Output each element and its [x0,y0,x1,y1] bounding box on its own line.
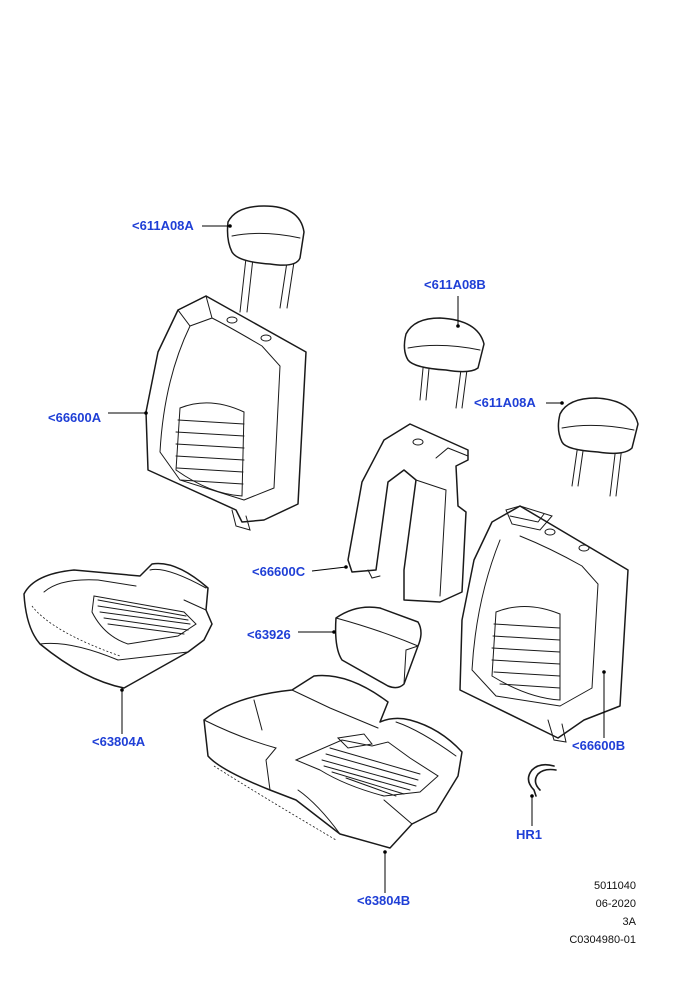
diagram-revision: 3A [622,916,636,928]
callout-611a08a-left[interactable]: <611A08A [132,218,194,233]
callout-hr1[interactable]: HR1 [516,827,543,842]
diagram-date: 06-2020 [595,898,636,910]
callout-63804a[interactable]: <63804A [92,734,146,749]
diagram-code: 5011040 [593,880,636,892]
headrest-611a08a-right[interactable] [557,397,639,497]
callout-66600c[interactable]: <66600C [252,564,306,579]
armrest-63926[interactable] [334,606,422,689]
callout-63926[interactable]: <63926 [247,627,291,642]
headrest-611a08a-left[interactable] [226,205,305,313]
headrest-611a08b-center[interactable] [403,317,485,409]
diagram-reference: C0304980-01 [569,934,636,946]
hog-ring-hr1[interactable] [527,763,557,797]
callout-611a08b[interactable]: <611A08B [424,277,486,292]
seatback-66600c-frame[interactable] [347,423,469,603]
seat-cushion-63804b[interactable] [203,674,463,849]
seatback-66600b[interactable] [459,505,629,743]
seatback-66600a[interactable] [145,295,307,531]
leader-lines [108,224,606,893]
callout-66600a[interactable]: <66600A [48,410,102,425]
seat-cushion-63804a[interactable] [23,562,213,689]
callout-63804b[interactable]: <63804B [357,893,411,908]
callout-611a08a-right[interactable]: <611A08A [474,395,536,410]
callout-66600b[interactable]: <66600B [572,738,626,753]
